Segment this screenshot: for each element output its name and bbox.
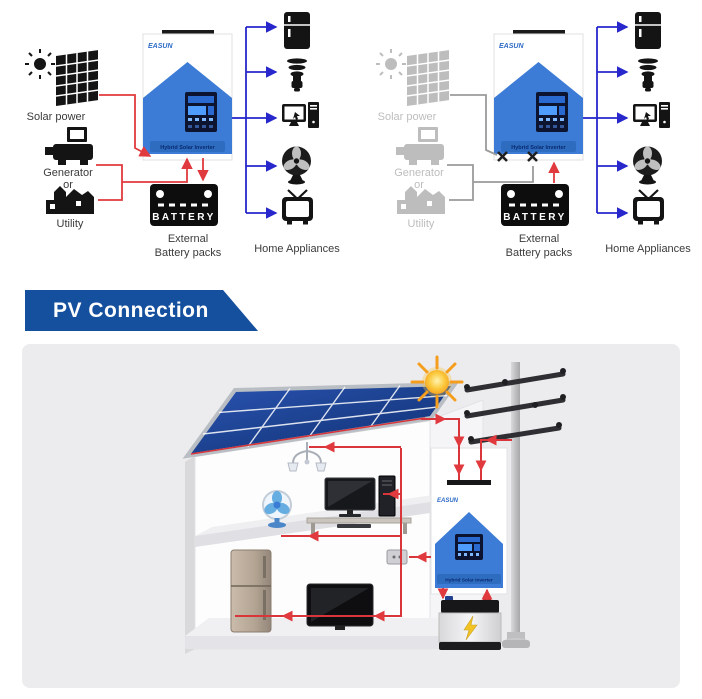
diagram-battery-backup: Solar power Generator or Utility EASUN xyxy=(376,12,691,259)
battery-pack: BATTERY xyxy=(501,184,569,226)
battery-caption-2: Battery packs xyxy=(506,247,573,259)
television-icon xyxy=(282,189,313,225)
utility-label: Utility xyxy=(57,218,84,230)
generator-label: Generator xyxy=(394,167,444,179)
battery-label: BATTERY xyxy=(503,212,567,223)
wire-sources-disconnected xyxy=(473,166,534,183)
table-fan-icon xyxy=(282,146,311,185)
diagram-sources-active: Solar power Generator or Utility EASUN xyxy=(25,12,340,259)
or-label: or xyxy=(414,179,424,191)
cfl-bulb-icon xyxy=(638,58,658,92)
keyboard xyxy=(337,524,371,528)
solar-power-label: Solar power xyxy=(378,111,437,123)
battery-caption-2: Battery packs xyxy=(155,247,222,259)
chandelier xyxy=(287,442,327,472)
desktop-computer xyxy=(306,475,412,534)
inverter-lcd-screen xyxy=(536,92,568,132)
refrigerator-icon xyxy=(635,12,661,49)
solar-panel-icon xyxy=(407,50,449,106)
inverter-lcd-screen xyxy=(455,534,483,560)
pv-connection-banner: PV Connection xyxy=(25,290,258,331)
hybrid-inverter: EASUN Hybrid Solar Inverter xyxy=(430,447,508,595)
scene-wiring xyxy=(235,413,512,622)
output-wires xyxy=(583,21,629,219)
sun-icon xyxy=(25,49,55,79)
home-appliances-label: Home Appliances xyxy=(605,243,691,255)
inverter-lcd-screen xyxy=(185,92,217,132)
inverter-model-label: Hybrid Solar Inverter xyxy=(160,145,215,151)
brand-logo: EASUN xyxy=(148,43,173,50)
hybrid-inverter: EASUN Hybrid Solar Inverter xyxy=(142,30,233,161)
utility-icon xyxy=(46,186,94,214)
bolt-icon xyxy=(463,615,478,641)
banner-title: PV Connection xyxy=(53,298,209,322)
battery-label: BATTERY xyxy=(152,212,216,223)
wire-solar-disconnected xyxy=(450,94,498,156)
desktop-computer-icon xyxy=(282,102,319,128)
sun-icon xyxy=(376,49,406,79)
inverter-model-label: Hybrid Solar Inverter xyxy=(511,145,566,151)
wire-sources-to-inverter xyxy=(122,157,193,183)
cfl-bulb-icon xyxy=(287,58,307,92)
roof-cable xyxy=(190,417,426,455)
wire-generator-utility-bracket xyxy=(96,164,123,201)
output-wires xyxy=(232,21,278,219)
or-label: or xyxy=(63,179,73,191)
inverter-model-label: Hybrid Solar Inverter xyxy=(445,578,493,584)
generator-icon xyxy=(45,127,93,165)
battery-caption-1: External xyxy=(519,233,559,245)
solar-roof xyxy=(182,381,459,459)
television xyxy=(306,583,374,630)
source-wires xyxy=(96,94,209,201)
x-mark-solar xyxy=(497,151,508,162)
brand-logo: EASUN xyxy=(499,43,524,50)
table-fan-icon xyxy=(633,146,662,185)
refrigerator-icon xyxy=(284,12,310,49)
desktop-computer-icon xyxy=(633,102,670,128)
battery-caption-1: External xyxy=(168,233,208,245)
solar-panel-icon xyxy=(56,50,98,106)
sun-icon xyxy=(410,355,464,409)
x-mark-grid xyxy=(527,151,538,162)
pv-connection-scene: EASUN Hybrid Solar Inverter xyxy=(182,355,566,654)
wire-solar-to-inverter xyxy=(99,94,152,157)
battery xyxy=(438,596,502,650)
desk xyxy=(306,517,412,524)
wire-generator-utility-bracket xyxy=(447,164,474,201)
brand-logo: EASUN xyxy=(437,498,459,504)
disconnect-x-marks xyxy=(497,151,538,162)
wall-socket xyxy=(386,549,408,565)
disconnected-source-wires xyxy=(447,94,534,201)
television-icon xyxy=(633,189,664,225)
utility-label: Utility xyxy=(408,218,435,230)
refrigerator xyxy=(230,549,272,633)
generator-label: Generator xyxy=(43,167,93,179)
table-fan xyxy=(262,490,292,528)
generator-icon xyxy=(396,127,444,165)
hybrid-inverter: EASUN Hybrid Solar Inverter xyxy=(493,30,584,161)
battery-pack: BATTERY xyxy=(150,184,218,226)
utility-icon xyxy=(397,186,445,214)
solar-power-label: Solar power xyxy=(27,111,86,123)
home-appliances-label: Home Appliances xyxy=(254,243,340,255)
